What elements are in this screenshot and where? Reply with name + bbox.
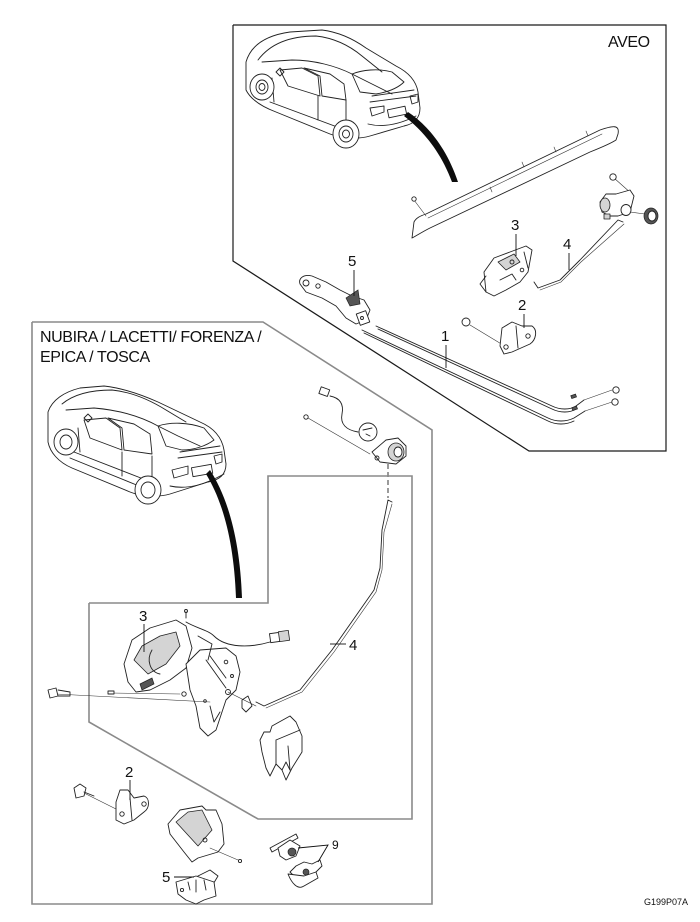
nubira-title-line1: NUBIRA / LACETTI/ FORENZA / [40,329,262,346]
nubira-callout-9: 9 [332,838,339,852]
aveo-car-illustration [245,29,421,149]
aveo-trunk-garnish [411,126,619,239]
aveo-section: AVEO [232,24,667,452]
aveo-title: AVEO [608,34,650,51]
nubira-inner-frame [88,475,413,820]
nubira-striker [73,783,149,825]
aveo-callout-3: 3 [511,217,519,234]
nubira-car-illustration [47,385,227,505]
nubira-callout-5: 5 [162,869,170,886]
aveo-callout-4: 4 [563,236,571,253]
aveo-frame [232,24,667,452]
aveo-striker [461,317,537,355]
nubira-bumpers [269,833,323,888]
aveo-lock-cylinder [599,173,659,225]
aveo-callout-1: 1 [441,328,449,345]
figure-code: G199P07A [644,897,688,907]
nubira-location-arrow [206,470,242,598]
nubira-callouts: 3 4 2 5 9 [125,608,357,886]
aveo-release-cables [361,325,620,425]
aveo-release-handle [299,275,371,326]
aveo-location-arrow [404,112,458,182]
nubira-latch [47,609,291,737]
aveo-callouts: 5 3 4 2 1 [348,217,571,368]
nubira-callout-4: 4 [349,637,357,654]
aveo-latch [479,245,533,297]
nubira-trunk-handle [167,805,243,864]
nubira-section: NUBIRA / LACETTI/ FORENZA / EPICA / TOSC… [31,321,433,905]
nubira-lock-rod [255,499,393,709]
nubira-lock-cylinder [303,386,407,465]
aveo-callout-2: 2 [518,297,526,314]
aveo-lock-rod [533,219,625,291]
nubira-release-handle [175,869,219,905]
nubira-latch-cover [259,715,303,781]
aveo-callout-5: 5 [348,253,356,270]
nubira-title-line2: EPICA / TOSCA [40,349,151,366]
nubira-callout-2: 2 [125,764,133,781]
nubira-outer-frame [31,321,433,905]
nubira-callout-3: 3 [139,608,147,625]
